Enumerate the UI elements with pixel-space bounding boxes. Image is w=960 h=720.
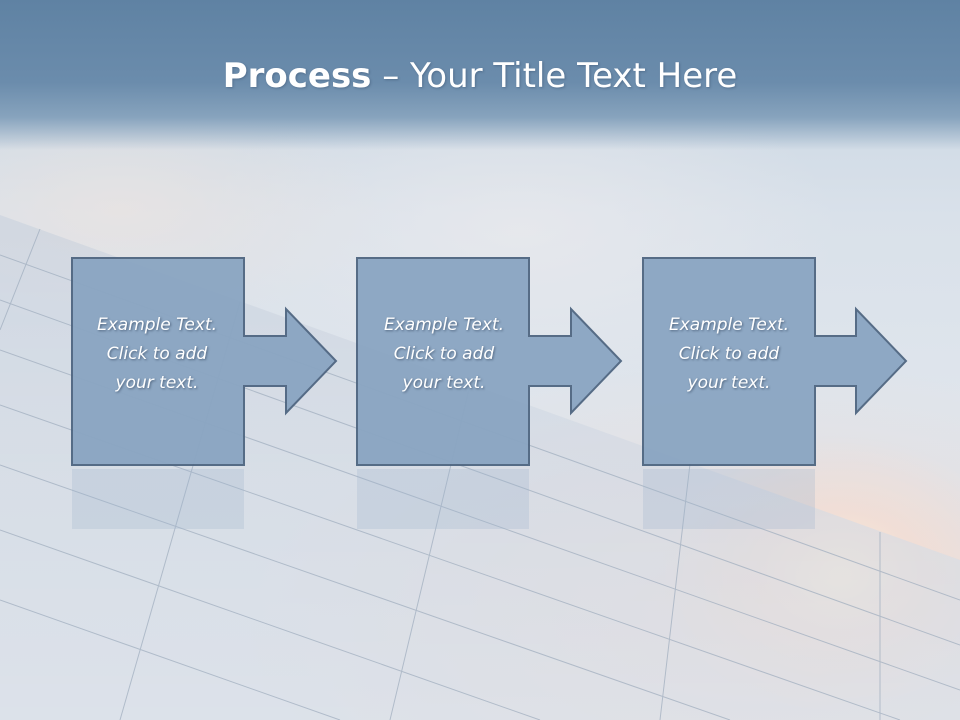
step-text[interactable]: Example Text. Click to add your text. xyxy=(359,311,529,398)
step-text-line: your text. xyxy=(402,373,486,393)
step-text-line: Click to add xyxy=(393,344,495,364)
slide-title[interactable]: Process – Your Title Text Here xyxy=(0,54,960,98)
title-rest-text: – Your Title Text Here xyxy=(371,56,738,96)
step-text[interactable]: Example Text. Click to add your text. xyxy=(644,311,814,398)
step-text-line: Example Text. xyxy=(668,315,790,335)
title-bold-text: Process xyxy=(222,56,372,96)
step-text-line: Example Text. xyxy=(383,315,505,335)
step-text-line: Example Text. xyxy=(96,315,218,335)
step-text[interactable]: Example Text. Click to add your text. xyxy=(72,311,242,398)
step-text-line: Click to add xyxy=(678,344,780,364)
step-text-line: your text. xyxy=(115,373,199,393)
step-text-line: your text. xyxy=(687,373,771,393)
title-band xyxy=(0,0,960,150)
step-text-line: Click to add xyxy=(106,344,208,364)
